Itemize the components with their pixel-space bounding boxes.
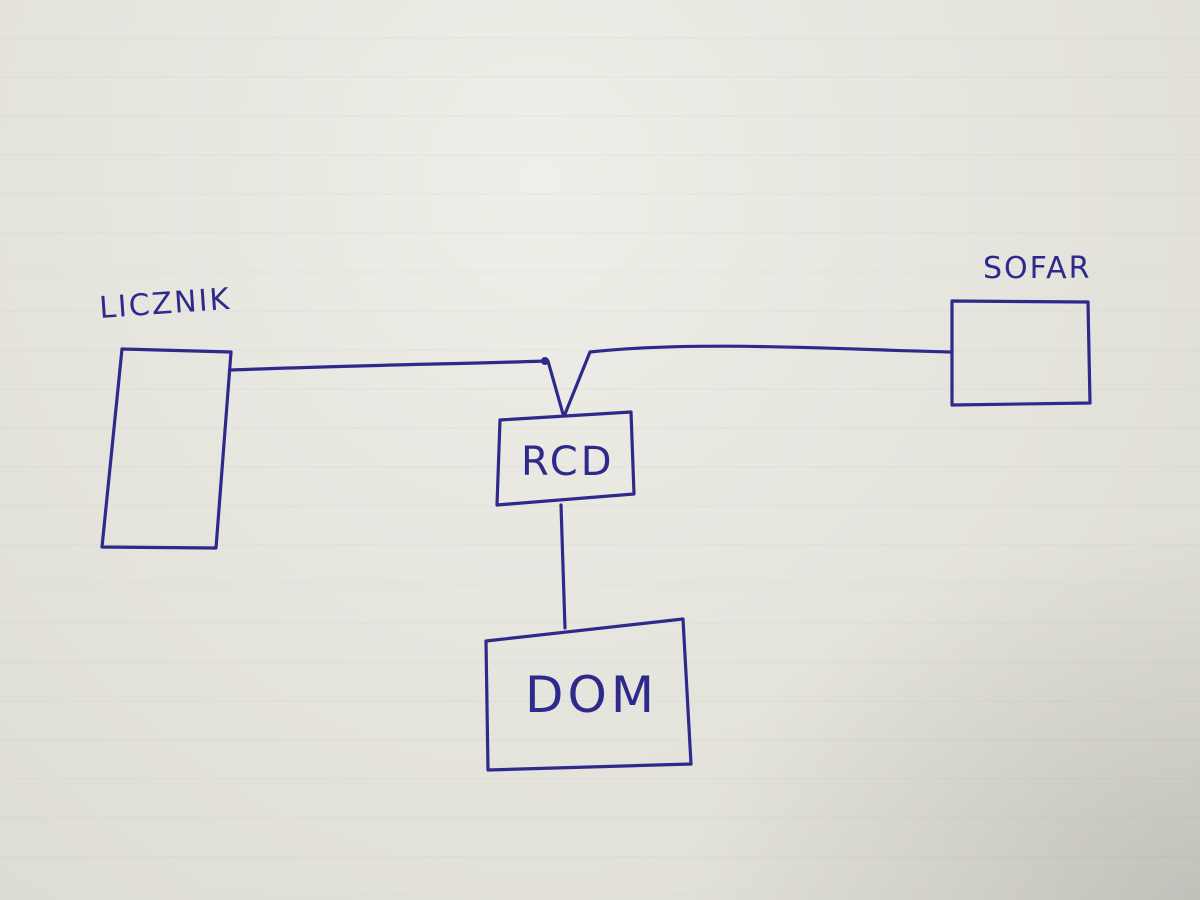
wire-rcd-to-dom bbox=[559, 503, 567, 630]
junction-dot bbox=[541, 357, 549, 365]
dom-box[interactable] bbox=[484, 617, 693, 772]
rcd-label: RCD bbox=[521, 439, 615, 485]
wire-sofar-to-rcd bbox=[563, 344, 954, 416]
licznik-label: LICZNIK bbox=[98, 282, 232, 326]
sofar-label: SOFAR bbox=[983, 251, 1092, 286]
dom-label: DOM bbox=[525, 666, 658, 724]
licznik-box[interactable] bbox=[100, 347, 233, 550]
wire-licznik-to-rcd bbox=[229, 359, 565, 416]
sofar-box[interactable] bbox=[950, 299, 1092, 407]
rcd-box[interactable] bbox=[495, 410, 636, 507]
